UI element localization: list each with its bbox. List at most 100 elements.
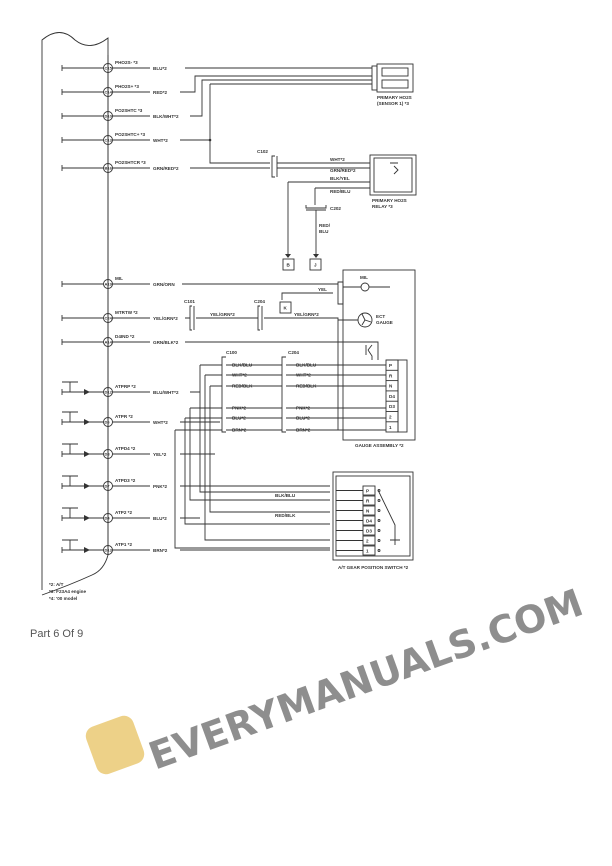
svg-text:YEL/GRN*2: YEL/GRN*2	[294, 312, 319, 317]
gauge-position-label: P	[389, 363, 392, 368]
switch-position-label: N	[366, 509, 370, 514]
gauge-assembly: MIL ECT GAUGE GAUGE ASSEMBLY *2	[342, 269, 416, 448]
connector-c102: C102	[257, 149, 278, 178]
switch-wire-label: RED/BLK	[275, 513, 296, 518]
svg-text:RED/: RED/	[319, 223, 331, 228]
switch-position-label: D3	[366, 529, 372, 534]
pin-id: D10	[105, 114, 113, 119]
gauge-position-label: R	[389, 373, 393, 378]
svg-text:GAUGE ASSEMBLY *2: GAUGE ASSEMBLY *2	[355, 443, 404, 448]
footnote: *2: A/T	[49, 582, 64, 587]
svg-text:C204: C204	[288, 350, 299, 355]
gauge-position-label: 2	[389, 415, 392, 420]
svg-text:EVERYMANUALS.COM: EVERYMANUALS.COM	[143, 580, 589, 778]
pin-id: A19	[105, 282, 113, 287]
pin-id: C24	[105, 316, 113, 321]
page-label: Part 6 Of 9	[30, 628, 84, 640]
watermark: EVERYMANUALS.COM	[85, 580, 589, 778]
svg-text:C101: C101	[184, 299, 195, 304]
svg-text:YEL: YEL	[318, 287, 327, 292]
svg-text:A/T GEAR POSITION SWITCH *2: A/T GEAR POSITION SWITCH *2	[338, 565, 409, 570]
wire-color: WHT*2	[153, 138, 168, 143]
bundle-wire-label: BLK/BLU	[296, 363, 317, 368]
signal-label: PHO2S+ *3	[115, 84, 139, 89]
signal-label: ATPR *2	[115, 414, 133, 419]
wire-color: GRN/BLK*2	[153, 340, 179, 345]
connector-c202: C202	[305, 205, 341, 211]
signal-label: ATP2 *2	[115, 510, 132, 515]
svg-text:YEL/GRN*2: YEL/GRN*2	[210, 312, 235, 317]
wire-color: BLU*2	[153, 66, 167, 71]
signal-label: PHO2S- *3	[115, 60, 138, 65]
watermark-logo	[85, 715, 145, 775]
svg-text:C204: C204	[254, 299, 265, 304]
bundle-wire-label: BRN*2	[232, 428, 247, 433]
svg-text:J: J	[314, 263, 317, 268]
pin-id: C14	[105, 90, 113, 95]
svg-text:PRIMARY HO2S: PRIMARY HO2S	[372, 198, 407, 203]
svg-text:C202: C202	[330, 206, 341, 211]
pin-id: D12	[105, 390, 113, 395]
signal-label: MIL	[115, 276, 123, 281]
bundle-wire-label: BLU*2	[232, 416, 246, 421]
svg-text:GRN/RED*2: GRN/RED*2	[330, 168, 356, 173]
pin-id: D8	[105, 452, 111, 457]
signal-label: PO2SHTC+ *3	[115, 132, 145, 137]
connector-c100: C100	[221, 350, 237, 433]
switch-position-label: D4	[366, 519, 372, 524]
wire-color: BLU*2	[153, 516, 167, 521]
primary-ho2s-relay: PRIMARY HO2S RELAY *3	[369, 154, 417, 209]
gauge-position-label: D3	[389, 404, 395, 409]
connector-c204: C204	[254, 299, 265, 331]
wire-color: BLK/WHT*2	[153, 114, 179, 119]
switch-position-label: 1	[366, 549, 369, 554]
ref-j: J	[309, 258, 322, 271]
footnote: *3: F23A4 engine	[49, 589, 86, 594]
svg-text:BLK/YEL: BLK/YEL	[330, 176, 350, 181]
svg-text:BLU: BLU	[319, 229, 329, 234]
svg-text:PRIMARY HO2S: PRIMARY HO2S	[377, 95, 412, 100]
pin-id: D13	[105, 548, 113, 553]
pin-id: D4	[105, 516, 111, 521]
wire-color: GRN/RED*2	[153, 166, 179, 171]
wire-color: PNK*2	[153, 484, 167, 489]
pin-id: C13	[105, 138, 113, 143]
bundle-wire-label: RED/BLK	[296, 384, 317, 389]
wire-color: BLU/WHT*2	[153, 390, 179, 395]
switch-position-label: P	[366, 489, 369, 494]
ecm-pin-row: D4 ATP2 *2 BLU*2	[61, 507, 167, 523]
pin-id: D6	[105, 420, 111, 425]
wire-color: RED*2	[153, 90, 167, 95]
gauge-position-label: D4	[389, 394, 395, 399]
ecm-outline	[41, 32, 109, 596]
footnote: *4: '00 model	[49, 596, 77, 601]
signal-label: ATP1 *2	[115, 542, 132, 547]
svg-text:(SENSOR 1) *3: (SENSOR 1) *3	[377, 101, 409, 106]
pin-id: A14	[105, 340, 113, 345]
svg-text:GAUGE: GAUGE	[376, 320, 393, 325]
bundle-wire-label: RED/BLK	[232, 384, 253, 389]
gauge-position-label: 1	[389, 425, 392, 430]
wire-color: YEL/GRN*2	[153, 316, 178, 321]
bundle-wire-label: BLU*2	[296, 416, 310, 421]
pin-id: B16	[105, 166, 113, 171]
svg-text:ECT: ECT	[376, 314, 385, 319]
switch-position-label: R	[366, 499, 370, 504]
signal-label: PO2SHTCR *3	[115, 160, 146, 165]
svg-text:WHT*2: WHT*2	[330, 157, 345, 162]
connector-c204b: C204	[281, 350, 299, 433]
pin-id: D7	[105, 484, 111, 489]
